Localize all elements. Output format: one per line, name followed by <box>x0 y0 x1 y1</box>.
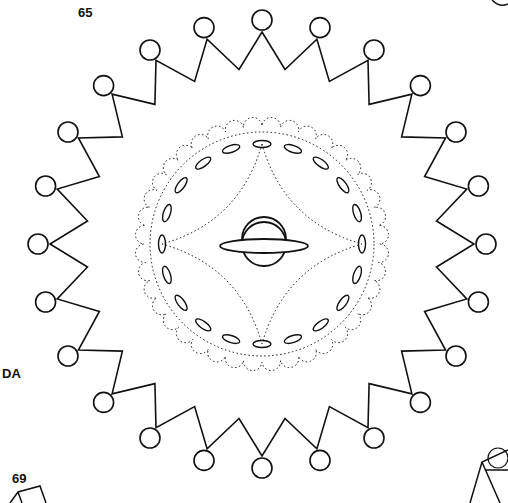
leaf-oval <box>283 333 302 345</box>
leaf-oval <box>335 293 351 312</box>
ball-tip <box>410 76 430 96</box>
ball-tip <box>36 292 56 312</box>
zigzag-ring <box>50 32 474 456</box>
ball-tip <box>468 176 488 196</box>
callout-number: 65 <box>78 6 92 19</box>
leaf-oval <box>221 333 240 345</box>
ball-tip <box>58 346 78 366</box>
ball-tip <box>364 40 384 60</box>
ball-tip <box>446 346 466 366</box>
leaf-oval <box>194 155 213 171</box>
dotted-circle <box>150 132 374 356</box>
partial-figure <box>10 486 46 503</box>
leaf-oval <box>283 143 302 155</box>
ball-tip <box>468 292 488 312</box>
center-band <box>220 239 308 253</box>
ball-tip <box>94 76 114 96</box>
ball-tip <box>252 10 272 30</box>
ball-tip <box>310 450 330 470</box>
ball-tip <box>94 392 114 412</box>
ball-tip <box>194 18 214 38</box>
ball-tip <box>140 428 160 448</box>
ball-tip <box>364 428 384 448</box>
leaf-oval <box>221 143 240 155</box>
leaf-oval <box>335 176 351 195</box>
ball-tip <box>410 392 430 412</box>
ball-tip <box>140 40 160 60</box>
partial-figure <box>492 0 508 5</box>
ball-tip <box>194 450 214 470</box>
ball-tip <box>310 18 330 38</box>
partial-figure <box>470 450 508 503</box>
leaf-oval <box>161 265 173 284</box>
leaf-oval <box>161 203 173 222</box>
ball-tip <box>252 458 272 478</box>
ball-tip <box>28 234 48 254</box>
callout-number: 69 <box>12 472 26 485</box>
leaf-oval <box>173 176 189 195</box>
ball-tip <box>58 122 78 142</box>
ball-tip <box>36 176 56 196</box>
leaf-oval <box>173 293 189 312</box>
leaf-oval <box>351 265 363 284</box>
ball-tip <box>446 122 466 142</box>
callout-text: DA <box>2 367 21 380</box>
leaf-oval <box>194 317 213 333</box>
leaf-oval <box>351 203 363 222</box>
leaf-oval <box>311 155 330 171</box>
center-sphere-top <box>242 217 286 239</box>
dotted-star <box>162 144 362 344</box>
partial-wheel <box>488 448 508 468</box>
ball-tip <box>476 234 496 254</box>
leaf-oval <box>311 317 330 333</box>
scalloped-border <box>135 117 388 370</box>
